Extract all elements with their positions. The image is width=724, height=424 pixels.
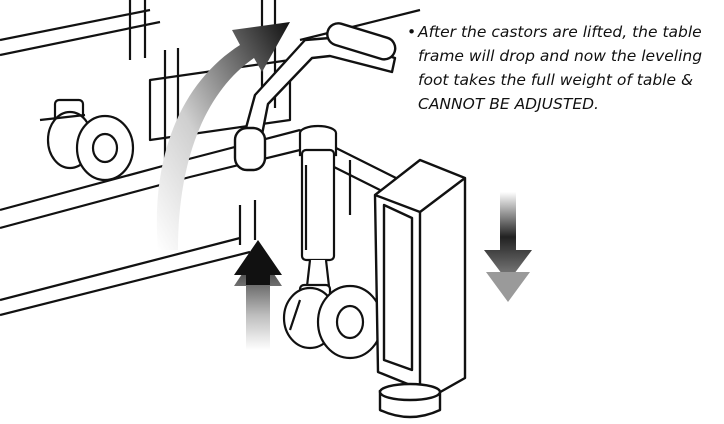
bullet-mark: • — [407, 23, 417, 41]
leveling-foot-post — [298, 124, 338, 297]
curved-arrow-icon — [156, 22, 290, 250]
instruction-text: After the castors are lifted, the table … — [418, 23, 703, 113]
arrow-up-icon — [234, 240, 282, 350]
leveling-foot-block — [373, 158, 467, 419]
castor-front — [282, 283, 384, 360]
lever-handle — [233, 22, 397, 172]
arrow-down-icon — [484, 192, 532, 302]
instruction-note: • After the castors are lifted, the tabl… — [407, 20, 718, 116]
castor-back — [39, 98, 135, 182]
